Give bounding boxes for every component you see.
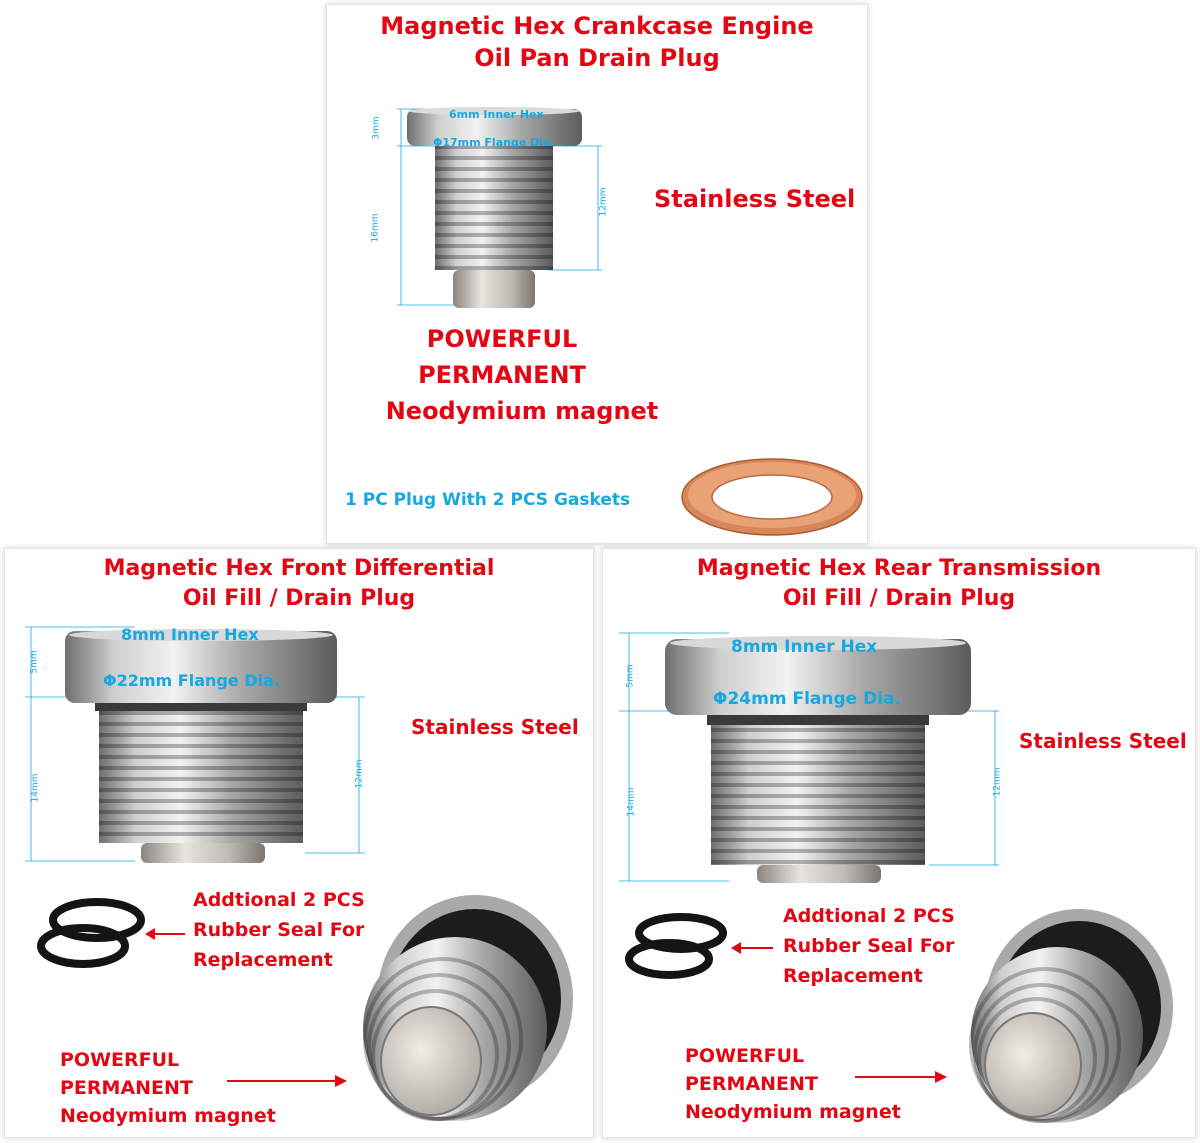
- left-magnet-line3: Neodymium magnet: [60, 1105, 276, 1127]
- top-package-label: 1 PC Plug With 2 PCS Gaskets: [345, 490, 631, 510]
- right-seal-line3: Replacement: [783, 965, 923, 987]
- left-flange-label: Φ22mm Flange Dia.: [103, 671, 280, 690]
- left-title-line2: Oil Fill / Drain Plug: [182, 586, 416, 611]
- right-magnet-line1: POWERFUL: [685, 1045, 805, 1067]
- right-dim-total: 14mm: [626, 787, 637, 817]
- left-seal-line3: Replacement: [193, 949, 333, 971]
- left-title-line1: Magnetic Hex Front Differential: [103, 556, 495, 581]
- right-material-label: Stainless Steel: [1019, 729, 1187, 753]
- left-dim-flange: 5mm: [29, 650, 40, 674]
- right-title-line2: Oil Fill / Drain Plug: [782, 586, 1016, 611]
- engine-drain-plug-image: [397, 107, 602, 308]
- right-rubber-seals-image: [625, 913, 727, 979]
- top-dim-thread: 12mm: [598, 187, 609, 217]
- top-title-line2: Oil Pan Drain Plug: [474, 44, 720, 72]
- left-seal-line2: Rubber Seal For: [193, 919, 365, 941]
- left-hex-label: 8mm Inner Hex: [121, 625, 259, 644]
- right-title-line1: Magnetic Hex Rear Transmission: [696, 556, 1102, 581]
- left-magnet-line2: PERMANENT: [60, 1077, 193, 1099]
- right-seal-line1: Addtional 2 PCS: [783, 905, 955, 927]
- left-material-label: Stainless Steel: [411, 715, 579, 739]
- rear-transmission-plug-image: [619, 632, 999, 883]
- right-dim-thread: 12mm: [992, 767, 1003, 797]
- top-magnet-line2: PERMANENT: [418, 361, 586, 389]
- rubber-seals-image: [37, 898, 145, 968]
- front-differential-plug-image: [25, 626, 365, 863]
- top-material-label: Stainless Steel: [654, 185, 856, 213]
- copper-gasket-image: [681, 458, 863, 536]
- top-flange-label: Φ17mm Flange Dia.: [433, 136, 555, 149]
- left-seal-line1: Addtional 2 PCS: [193, 889, 365, 911]
- left-seal-arrow-icon: [145, 928, 185, 940]
- right-magnet-arrow-icon: [855, 1071, 947, 1083]
- top-magnet-line3: Neodymium magnet: [385, 397, 659, 425]
- top-dim-total: 16mm: [370, 213, 381, 243]
- top-hex-label: 6mm Inner Hex: [449, 108, 544, 121]
- right-seal-arrow-icon: [731, 942, 773, 954]
- left-magnet-line1: POWERFUL: [60, 1049, 180, 1071]
- right-flange-label: Φ24mm Flange Dia.: [713, 689, 901, 709]
- right-magnet-line3: Neodymium magnet: [685, 1101, 901, 1123]
- left-dim-thread: 12mm: [354, 759, 365, 789]
- right-magnet-line2: PERMANENT: [685, 1073, 818, 1095]
- left-magnet-arrow-icon: [227, 1075, 347, 1087]
- top-magnet-line1: POWERFUL: [426, 325, 578, 353]
- right-hex-label: 8mm Inner Hex: [731, 637, 878, 657]
- left-dim-total: 14mm: [30, 773, 41, 803]
- top-title-line1: Magnetic Hex Crankcase Engine: [380, 12, 814, 40]
- left-angled-plug-image: [363, 895, 573, 1121]
- right-seal-line2: Rubber Seal For: [783, 935, 955, 957]
- left-product-panel: Magnetic Hex Front Differential Oil Fill…: [4, 548, 594, 1138]
- top-dim-flange: 3mm: [371, 116, 382, 140]
- right-dim-flange: 5mm: [625, 664, 636, 688]
- right-angled-plug-image: [969, 909, 1173, 1123]
- right-product-panel: Magnetic Hex Rear Transmission Oil Fill …: [602, 548, 1196, 1138]
- top-product-panel: Magnetic Hex Crankcase Engine Oil Pan Dr…: [326, 4, 868, 544]
